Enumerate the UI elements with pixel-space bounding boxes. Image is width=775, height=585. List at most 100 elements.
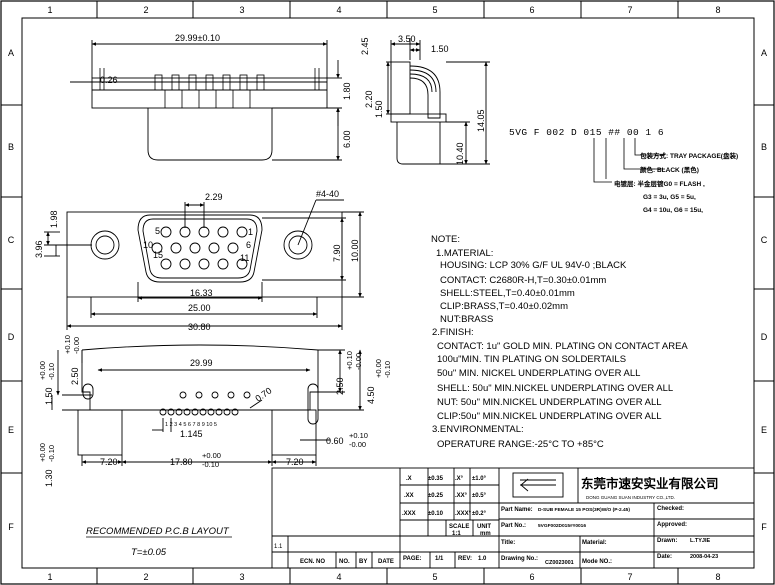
pin-label: 5 (155, 226, 160, 236)
company-cn: 东莞市速安实业有限公司 (581, 476, 719, 491)
row-label: A (8, 48, 14, 58)
scale-label: SCALE (449, 524, 469, 530)
dim-3080: 30.80 (188, 322, 211, 332)
top-view-dims: 29.99±0.10 0.26 1.80 6.00 (100, 33, 352, 148)
title-block (271, 467, 755, 569)
rev-header: DATE (378, 559, 394, 565)
tol-1780-plus: +0.00 (202, 451, 221, 460)
checked-label: Checked: (657, 506, 684, 512)
dim-hole: #4-40 (316, 189, 339, 199)
tol-130l-plus: +0.00 (38, 443, 47, 462)
tol-130l-minus: -0.10 (47, 445, 56, 462)
dim-150l: 1.50 (44, 387, 54, 405)
tol-150l-plus: +0.00 (38, 361, 47, 380)
tol-cell: ±0.35 (428, 476, 444, 482)
row-label: C (761, 235, 768, 245)
dim-250r: 2.50 (335, 377, 345, 395)
tol-250l-minus: -0.00 (72, 337, 81, 354)
note-line: SHELL:STEEL,T=0.40±0.01mm (440, 288, 575, 299)
pcb-pads (159, 391, 251, 416)
col-label: 8 (715, 572, 720, 582)
pin-label: 10 (143, 240, 153, 250)
note-line: NOTE: (431, 234, 460, 245)
col-label: 3 (239, 5, 244, 15)
col-label: 2 (143, 5, 148, 15)
rev-header: NO. (339, 559, 350, 565)
grid-column-markers: 1 2 3 4 5 6 7 8 1 2 3 4 5 6 7 8 (47, 1, 721, 584)
date-value: 2008-04-23 (690, 554, 718, 560)
front-pin-holes (151, 226, 248, 270)
tol-cell: .X° (455, 476, 464, 482)
legend-line: 包装方式: TRAY PACKAGE(盘装) (640, 151, 738, 160)
col-label: 2 (143, 572, 148, 582)
note-line: 3.ENVIRONMENTAL: (432, 424, 524, 435)
dim-width: 29.99±0.10 (175, 33, 220, 43)
legend-line: G3 = 3u, G5 = 5u, (643, 194, 696, 201)
dim-070: 0.70 (253, 385, 273, 403)
note-line: SHELL: 50u" MIN.NICKEL UNDERPLATING OVER… (437, 383, 673, 394)
pcb-tolerance: T=±0.05 (131, 547, 167, 558)
dim-150: 1.50 (431, 44, 449, 54)
pcb-layout-title: RECOMMENDED P.C.B LAYOUT (86, 526, 230, 537)
dim-720a: 7.20 (100, 457, 118, 467)
part-code: 5VG F 002 D 015 ## 00 1 6 包装方式: TRAY PAC… (509, 127, 738, 214)
dim-450r: 4.50 (366, 386, 376, 404)
tol-250r-minus: -0.00 (354, 353, 363, 370)
tol-cell: ±0.25 (428, 493, 444, 499)
dim-2500: 25.00 (188, 303, 211, 313)
dim-1405: 14.05 (476, 109, 486, 132)
note-line: 50u" MIN. NICKEL UNDERPLATING OVER ALL (437, 368, 640, 379)
side-view (386, 38, 490, 165)
mode-no-label: Mode NO.: (582, 559, 612, 565)
legend-line: G4 = 10u, G6 = 15u, (643, 207, 703, 214)
part-no: 5VGF002D015##0016 (538, 523, 586, 529)
rev-row: 1.1 (274, 544, 283, 550)
note-line: NUT: 50u" MIN.NICKEL UNDERPLATING OVER A… (437, 397, 662, 408)
col-label: 5 (432, 572, 437, 582)
tol-060r-minus: -0.00 (349, 440, 366, 449)
note-line: 2.FINISH: (432, 327, 474, 338)
col-label: 7 (627, 572, 632, 582)
drawn-value: L.TYJIE (690, 538, 711, 544)
tol-250r-plus: +0.10 (345, 351, 354, 370)
row-label: E (8, 425, 14, 435)
notes: NOTE: 1.MATERIAL: HOUSING: LCP 30% G/F U… (431, 234, 688, 450)
title-block-text: .X ±0.35 .X° ±1.0° .XX ±0.25 .XX° ±0.5° … (274, 476, 719, 566)
tol-cell: .XX (404, 493, 414, 499)
part-code-string: 5VG F 002 D 015 ## 00 1 6 (509, 127, 664, 138)
dim-720b: 7.20 (286, 457, 304, 467)
drawn-label: Drawn: (657, 538, 677, 544)
approved-label: Approved: (657, 522, 687, 528)
tol-cell: ±0.2° (472, 511, 487, 517)
tol-cell: .X (406, 476, 412, 482)
row-label: A (761, 48, 767, 58)
tol-450r-minus: -0.10 (383, 361, 392, 378)
dim-1633: 16.33 (190, 288, 213, 298)
unit-label: UNIT (477, 524, 491, 530)
tol-cell: .XXX (402, 511, 416, 517)
company-en: DONG GUANG SUAN INDUSTRY CO.,LTD. (586, 495, 675, 500)
unit-value: mm (480, 531, 491, 537)
row-label: E (761, 425, 767, 435)
dim-350: 3.50 (398, 34, 416, 44)
rev-header: ECN. NO (300, 559, 325, 565)
col-label: 6 (529, 5, 534, 15)
row-label: F (8, 522, 14, 532)
col-label: 4 (336, 5, 341, 15)
note-line: NUT:BRASS (440, 314, 493, 325)
dim-2999: 29.99 (190, 358, 213, 368)
rev-label: REV: (458, 556, 472, 562)
col-label: 1 (47, 572, 52, 582)
dim-250l: 2.50 (70, 367, 80, 385)
note-line: CONTACT: 1u" GOLD MIN. PLATING ON CONTAC… (437, 341, 688, 352)
drawing-no: CZ0023001 (545, 560, 574, 566)
col-label: 7 (627, 5, 632, 15)
note-line: CLIP:BRASS,T=0.40±0.02mm (440, 301, 568, 312)
col-label: 3 (239, 572, 244, 582)
front-view (44, 199, 364, 330)
part-name: D-SUB FEMALE 15 POS(3R)W/O (P-2.45) (538, 507, 630, 513)
tol-cell: .XXX° (455, 511, 472, 517)
row-label: D (761, 332, 768, 342)
note-line: CONTACT: C2680R-H,T=0.30±0.01mm (440, 275, 606, 286)
